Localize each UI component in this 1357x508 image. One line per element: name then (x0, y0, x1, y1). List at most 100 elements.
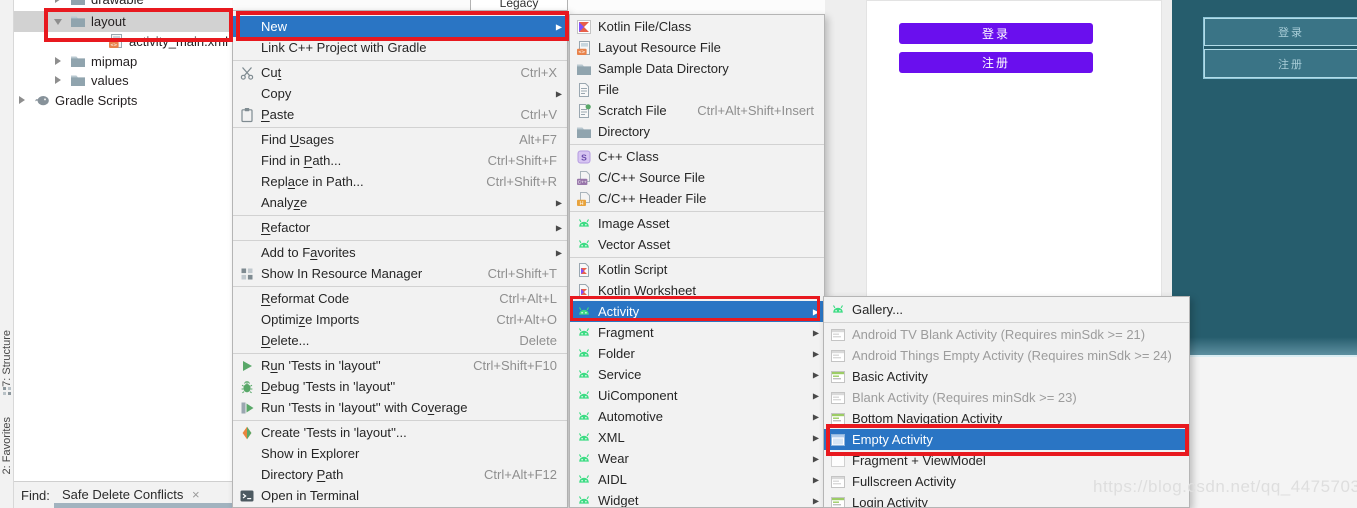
find-scrollbar[interactable] (54, 503, 234, 508)
menu-item-label: Analyze (261, 195, 308, 210)
menu-shortcut: Alt+F7 (519, 132, 557, 147)
show-in-explorer-menu-item[interactable]: Show in Explorer (233, 443, 567, 464)
folder-menu-item[interactable]: Folder▶ (570, 343, 824, 364)
activity-menu-item[interactable]: Activity ▶ (570, 301, 824, 322)
file-menu-item[interactable]: File (570, 79, 824, 100)
bottom-navigation-activity-menu-item[interactable]: Bottom Navigation Activity (824, 408, 1189, 429)
uicomponent-menu-item[interactable]: UiComponent▶ (570, 385, 824, 406)
toolwindow-structure-tab[interactable]: 7: Structure (1, 330, 13, 387)
sample-data-directory-menu-item[interactable]: Sample Data Directory (570, 58, 824, 79)
tree-item-gradle-scripts[interactable]: Gradle Scripts (18, 90, 137, 110)
chevron-down-icon[interactable] (54, 17, 63, 26)
menu-item-label: Activity (598, 304, 640, 319)
find-tab-safe-delete-conflicts[interactable]: Safe Delete Conflicts (62, 487, 184, 502)
fragment-menu-item[interactable]: Fragment▶ (570, 322, 824, 343)
tree-item-label: mipmap (91, 53, 138, 69)
close-icon[interactable]: × (192, 487, 200, 502)
menu-item-label: Wear (598, 451, 629, 466)
run-tests-in-layout-menu-item[interactable]: Run 'Tests in 'layout''Ctrl+Shift+F10 (233, 355, 567, 376)
kotlin-script-menu-item[interactable]: Kotlin Script (570, 259, 824, 280)
android-tv-blank-activity-requires-minsdk-21-menu-item[interactable]: Android TV Blank Activity (Requires minS… (824, 324, 1189, 345)
new-menu-item[interactable]: New▶ (233, 16, 567, 37)
menu-item-label: Show In Resource Manager (261, 266, 423, 281)
blank-activity-requires-minsdk-23-menu-item[interactable]: Blank Activity (Requires minSdk >= 23) (824, 387, 1189, 408)
link-c-project-with-gradle-menu-item[interactable]: Link C++ Project with Gradle (233, 37, 567, 58)
menu-item-label: Bottom Navigation Activity (852, 411, 1003, 426)
legacy-dropdown[interactable]: Legacy (470, 0, 568, 11)
gallery-menu-item[interactable]: Gallery... (824, 299, 1189, 320)
android-things-empty-activity-requires-minsdk-24-menu-item[interactable]: Android Things Empty Activity (Requires … (824, 345, 1189, 366)
delete-menu-item[interactable]: Delete...Delete (233, 330, 567, 351)
menu-item-label: Vector Asset (598, 237, 671, 252)
menu-item-label: Gallery... (852, 302, 904, 317)
kotlin-file-class-menu-item[interactable]: Kotlin File/Class (570, 16, 824, 37)
chevron-right-icon[interactable] (54, 75, 63, 85)
widget-menu-item[interactable]: Widget▶ (570, 490, 824, 507)
chevron-right-icon[interactable] (54, 56, 63, 66)
wear-menu-item[interactable]: Wear ▶ (570, 448, 824, 469)
automotive-menu-item[interactable]: Automotive▶ (570, 406, 824, 427)
fullscreen-activity-menu-item[interactable]: Fullscreen Activity (824, 471, 1189, 492)
c-c-source-file-menu-item[interactable]: C++C/C++ Source File (570, 167, 824, 188)
menu-shortcut: Ctrl+Alt+L (499, 291, 557, 306)
copy-menu-item[interactable]: Copy▶ (233, 83, 567, 104)
blueprint-gradient-edge (1172, 337, 1357, 355)
basic-activity-menu-item[interactable]: Basic Activity (824, 366, 1189, 387)
menu-item-label: Fragment (598, 325, 654, 340)
legacy-dropdown-label: Legacy (499, 0, 539, 10)
menu-shortcut: Ctrl+Shift+F (487, 153, 557, 168)
menu-item-label: Directory Path (261, 467, 344, 482)
aidl-menu-item[interactable]: AIDL▶ (570, 469, 824, 490)
toolwindow-favorites-tab[interactable]: 2: Favorites (1, 417, 13, 475)
image-asset-menu-item[interactable]: Image Asset (570, 213, 824, 234)
analyze-menu-item[interactable]: Analyze▶ (233, 192, 567, 213)
directory-menu-item[interactable]: Directory (570, 121, 824, 142)
cpp-class-icon: S (576, 149, 592, 165)
menu-item-label: Kotlin File/Class (598, 19, 692, 34)
scissors-icon (239, 65, 255, 81)
refactor-menu-item[interactable]: Refactor▶ (233, 217, 567, 238)
vector-asset-menu-item[interactable]: Vector Asset (570, 234, 824, 255)
debug-tests-in-layout-menu-item[interactable]: Debug 'Tests in 'layout'' (233, 376, 567, 397)
service-menu-item[interactable]: Service▶ (570, 364, 824, 385)
xml-menu-item[interactable]: XML▶ (570, 427, 824, 448)
submenu-arrow-icon: ▶ (812, 307, 819, 316)
chevron-right-icon[interactable] (54, 0, 63, 4)
tree-item-values[interactable]: values (54, 70, 129, 90)
android-icon (576, 346, 592, 362)
create-tests-in-layout-menu-item[interactable]: Create 'Tests in 'layout''... (233, 422, 567, 443)
menu-item-label: Show in Explorer (261, 446, 360, 461)
chevron-right-icon[interactable] (18, 95, 27, 105)
submenu-arrow-icon: ▶ (812, 454, 819, 463)
replace-in-path-menu-item[interactable]: Replace in Path...Ctrl+Shift+R (233, 171, 567, 192)
kotlin-worksheet-menu-item[interactable]: Kotlin Worksheet (570, 280, 824, 301)
empty-activity-menu-item[interactable]: Empty Activity (824, 429, 1189, 450)
menu-item-label: Service (598, 367, 642, 382)
tree-item-drawable[interactable]: drawable (54, 0, 144, 9)
annotation-box-layout (44, 8, 233, 42)
add-to-favorites-menu-item[interactable]: Add to Favorites▶ (233, 242, 567, 263)
run-tests-in-layout-with-coverage-menu-item[interactable]: Run 'Tests in 'layout'' with Coverage (233, 397, 567, 418)
folder-icon (576, 124, 592, 140)
menu-item-label: Link C++ Project with Gradle (261, 40, 427, 55)
menu-item-label: Empty Activity (852, 432, 933, 447)
login-activity-menu-item[interactable]: Login Activity (824, 492, 1189, 507)
tree-item-layout[interactable]: layout (54, 11, 126, 31)
open-in-terminal-menu-item[interactable]: Open in Terminal (233, 485, 567, 506)
activity-submenu: Gallery... Android TV Blank Activity (Req… (823, 296, 1190, 508)
layout-resource-file-menu-item[interactable]: <>Layout Resource File (570, 37, 824, 58)
submenu-arrow-icon: ▶ (555, 223, 562, 232)
tree-item-mipmap[interactable]: mipmap (54, 51, 137, 71)
layout-file-icon: <> (576, 40, 592, 56)
find-in-path-menu-item[interactable]: Find in Path...Ctrl+Shift+F (233, 150, 567, 171)
